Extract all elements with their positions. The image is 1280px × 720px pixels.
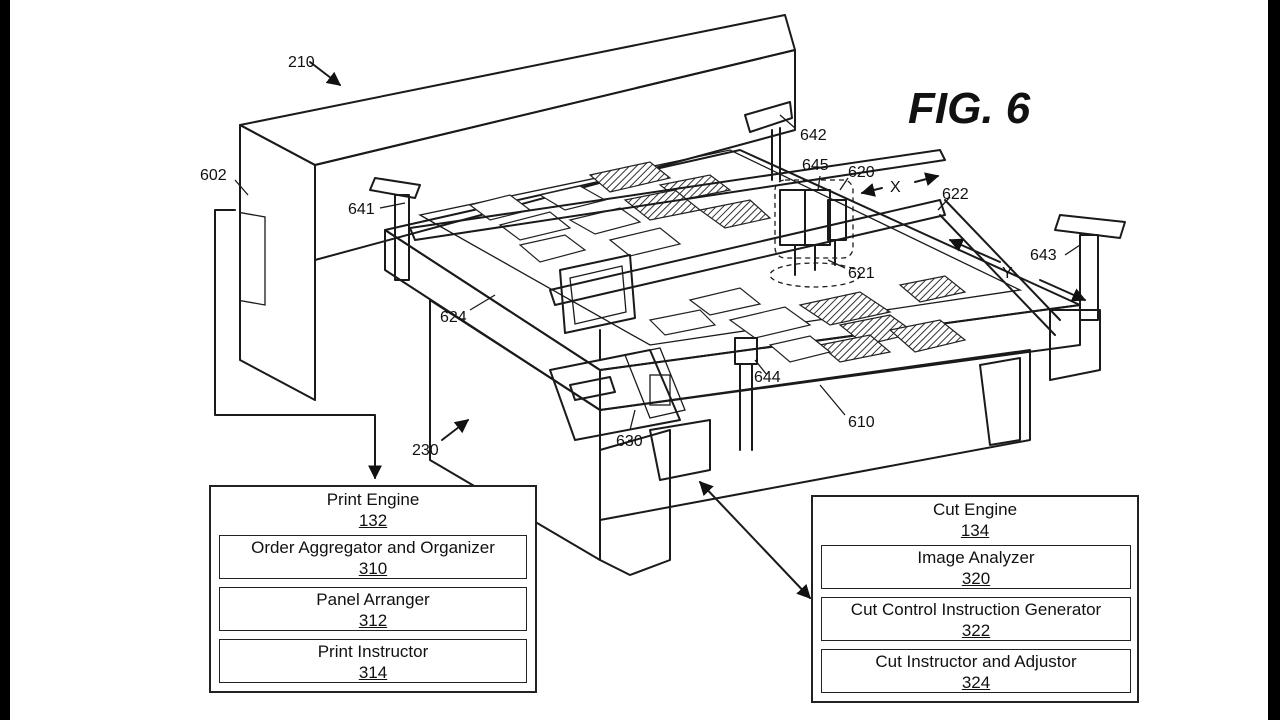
cut-engine-link	[699, 480, 811, 600]
axis-x-label: X	[890, 179, 901, 196]
cut-engine-box: Cut Engine 134 Image Analyzer 320 Cut Co…	[811, 495, 1139, 703]
module-number: 314	[358, 663, 388, 682]
cutting-surface	[418, 149, 1023, 363]
ref-230: 230	[412, 442, 439, 459]
print-engine-box: Print Engine 132 Order Aggregator and Or…	[209, 485, 537, 693]
ref-644: 644	[754, 369, 781, 386]
camera-641	[369, 177, 421, 281]
arrow-230	[441, 419, 470, 441]
ref-645: 645	[802, 157, 829, 174]
camera-644	[734, 337, 758, 451]
ref-210: 210	[288, 54, 315, 71]
leader-lines	[234, 114, 1081, 431]
ref-610: 610	[848, 414, 875, 431]
image-analyzer-module: Image Analyzer 320	[821, 545, 1131, 589]
print-engine-number: 132	[358, 511, 388, 530]
patent-sheet: FIG. 6 210 602 641 642 645 620 X 622 643…	[10, 0, 1268, 720]
ref-621: 621	[848, 265, 875, 282]
camera-643	[1054, 214, 1126, 321]
cut-engine-title: Cut Engine	[932, 500, 1018, 519]
cut-control-generator-module: Cut Control Instruction Generator 322	[821, 597, 1131, 641]
x-arrow-right	[914, 172, 940, 186]
module-title: Order Aggregator and Organizer	[251, 538, 495, 557]
material-parts	[468, 161, 967, 363]
cut-instructor-module: Cut Instructor and Adjustor 324	[821, 649, 1131, 693]
ref-624: 624	[440, 309, 467, 326]
ref-630: 630	[616, 433, 643, 450]
module-title: Panel Arranger	[316, 590, 430, 609]
x-arrow-left	[860, 183, 883, 197]
ref-643: 643	[1030, 247, 1057, 264]
printer-cabinet	[239, 14, 796, 401]
figure-title: FIG. 6	[908, 84, 1031, 133]
y-arrow-up	[948, 238, 1001, 263]
ref-622: 622	[942, 186, 969, 203]
camera-642	[744, 101, 793, 181]
module-number: 324	[961, 673, 991, 692]
ref-620: 620	[848, 164, 875, 181]
cutting-machine-drawing: FIG. 6 210 602 641 642 645 620 X 622 643…	[200, 14, 1126, 600]
module-number: 322	[961, 621, 991, 640]
print-engine-link	[214, 209, 382, 480]
gantry	[409, 149, 1061, 336]
order-aggregator-module: Order Aggregator and Organizer 310	[219, 535, 527, 579]
module-number: 320	[961, 569, 991, 588]
y-arrow-down	[1039, 279, 1087, 302]
module-number: 312	[358, 611, 388, 630]
panel-arranger-module: Panel Arranger 312	[219, 587, 527, 631]
ref-641: 641	[348, 201, 375, 218]
cut-engine-number: 134	[960, 521, 990, 540]
arrow-210	[309, 61, 342, 86]
module-number: 310	[358, 559, 388, 578]
axis-y-label: Y	[1002, 265, 1013, 282]
print-instructor-module: Print Instructor 314	[219, 639, 527, 683]
ref-602: 602	[200, 167, 227, 184]
module-title: Print Instructor	[317, 642, 429, 661]
cutting-head	[769, 179, 861, 288]
module-title: Cut Instructor and Adjustor	[875, 652, 1077, 671]
module-title: Image Analyzer	[917, 548, 1035, 567]
control-console	[549, 254, 686, 441]
ref-642: 642	[800, 127, 827, 144]
module-title: Cut Control Instruction Generator	[850, 600, 1102, 619]
print-engine-title: Print Engine	[326, 490, 420, 509]
